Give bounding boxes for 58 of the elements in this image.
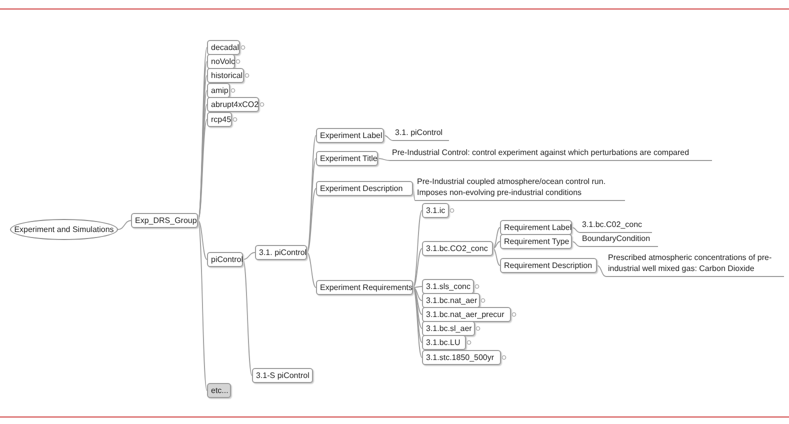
topic-box: 3.1.sls_conc [422, 279, 474, 294]
topic-box: amip [207, 83, 230, 98]
branch-connector [412, 287, 422, 315]
branch-connector [412, 287, 422, 343]
branch-connector [198, 220, 208, 260]
topic-box: Experiment Label [316, 128, 384, 143]
branch-connector [384, 135, 394, 141]
branch-connector [412, 286, 422, 288]
topic-box: etc... [207, 383, 231, 398]
topic-box: 3.1-S piControl [252, 368, 313, 383]
branch-connector [412, 287, 422, 358]
branch-connector [492, 248, 500, 266]
value-text: 3.1. piControl [393, 127, 449, 141]
branch-connector [242, 252, 256, 260]
topic-box: 3.1. piControl [255, 245, 307, 260]
topic-box: rcp45 [207, 112, 232, 127]
value-text: BoundaryCondition [580, 233, 658, 247]
topic-box: Requirement Description [500, 258, 597, 273]
topic-box: Experiment Description [316, 181, 413, 196]
topic-box: Exp_DRS_Group [131, 213, 198, 228]
topic-box: abrupt4xCO2 [207, 97, 259, 112]
branch-connector [412, 188, 416, 201]
branch-connector [306, 135, 316, 253]
topic-box: 3.1.bc.sl_aer [422, 321, 475, 336]
value-text: Pre-Industrial Control: control experiment against which perturbations are compared [390, 147, 712, 161]
branch-connector [118, 220, 132, 230]
topic-box: 3.1.bc.LU [422, 335, 466, 350]
topic-box: Experiment Title [316, 151, 378, 166]
branch-connector [492, 227, 500, 249]
branch-connector [242, 259, 252, 376]
topic-box: 3.1.bc.nat_aer_precur [422, 307, 511, 322]
branch-connector [412, 287, 422, 301]
branch-connector [306, 158, 316, 253]
value-text: Prescribed atmospheric concentrations of pre-industrial well mixed gas: Carbon Dioxide [606, 252, 784, 277]
branch-connector [492, 241, 500, 249]
topic-box: 3.1.bc.nat_aer [422, 293, 480, 308]
topic-box: decadal [207, 40, 240, 55]
value-text: Pre-Industrial coupled atmosphere/ocean control run. Imposes non-evolving pre-industrial conditions [415, 176, 625, 201]
branch-connector [198, 220, 208, 391]
branch-connector [412, 210, 422, 288]
topic-box: Experiment Requirements [316, 280, 413, 295]
topic-box: piControl [207, 252, 243, 267]
topic-box: Requirement Label [500, 220, 572, 235]
root-topic-ellipse: Experiment and Simulations [10, 219, 118, 240]
branch-connector [596, 265, 606, 277]
value-text: 3.1.bc.C02_conc [580, 219, 652, 233]
topic-box: noVolc [207, 54, 235, 69]
topic-box: Requirement Type [500, 234, 572, 249]
topic-box: 3.1.stc.1850_500yr [422, 350, 501, 365]
branch-connector [306, 252, 316, 288]
branch-connector [412, 248, 422, 288]
topic-box: 3.1.ic [422, 203, 449, 218]
branch-connector [306, 188, 316, 253]
branch-connector [572, 241, 580, 247]
branch-connector [378, 158, 390, 161]
branch-connector [572, 227, 580, 233]
topic-box: 3.1.bc.CO2_conc [422, 241, 493, 256]
topic-box: historical [207, 68, 244, 83]
